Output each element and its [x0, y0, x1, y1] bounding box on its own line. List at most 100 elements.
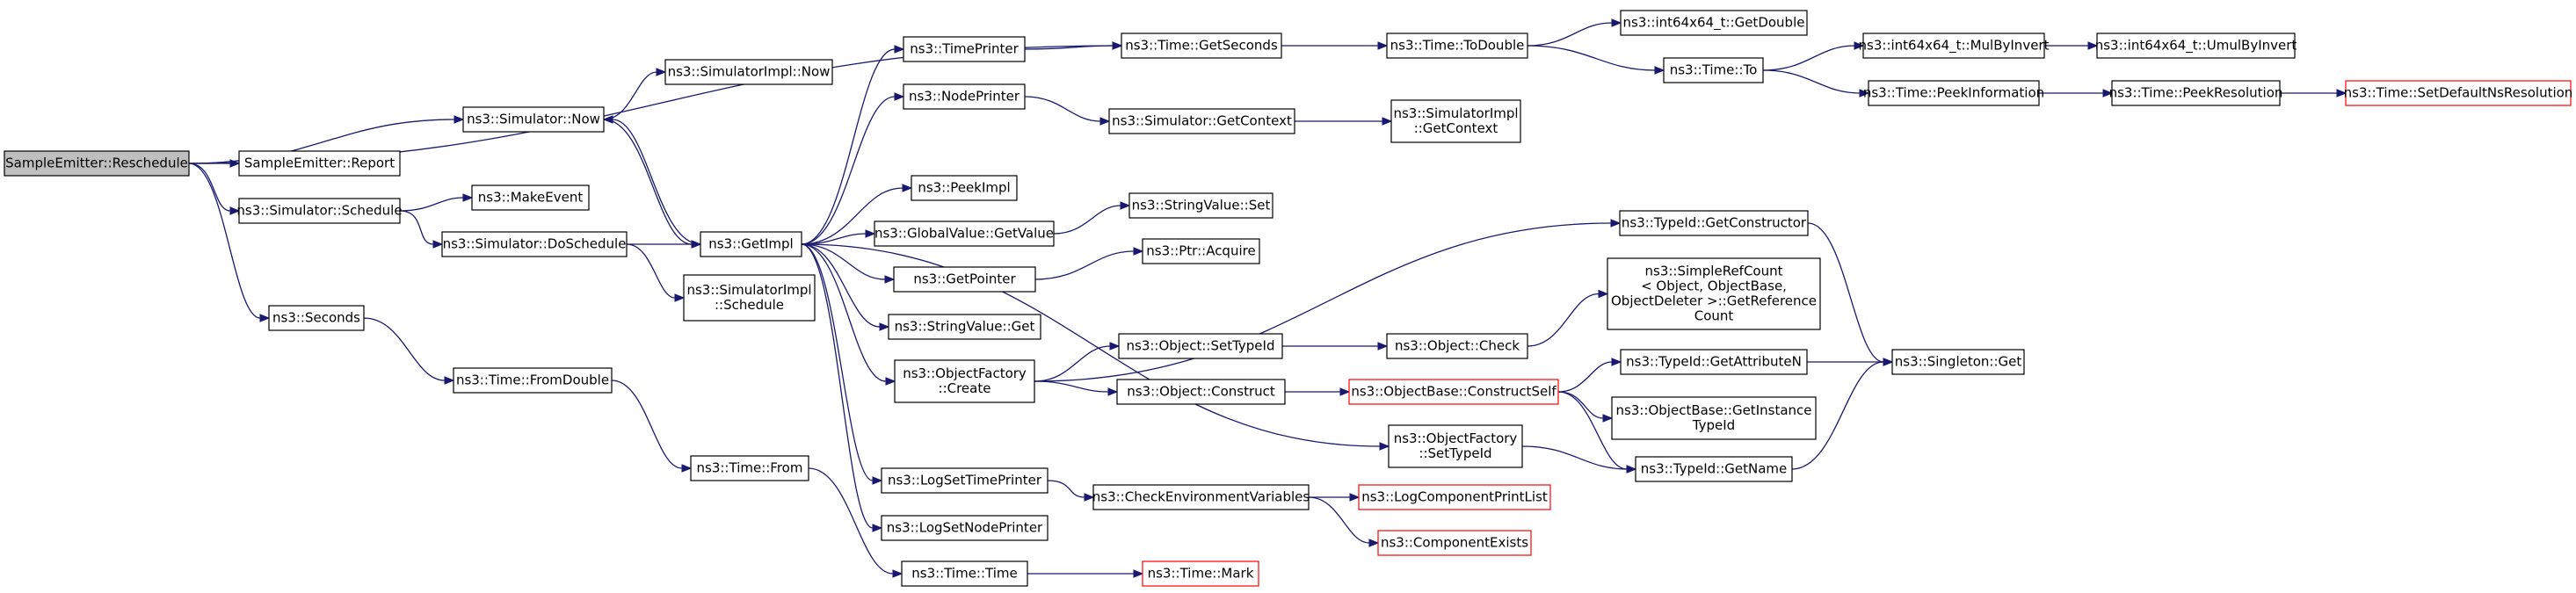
node-sim_schedule[interactable]: ns3::Simulator::Schedule — [236, 198, 403, 224]
node-label: ns3::SimulatorImpl::Now — [668, 64, 831, 80]
node-sv_set[interactable]: ns3::StringValue::Set — [1128, 192, 1273, 219]
node-ptr_acquire[interactable]: ns3::Ptr::Acquire — [1142, 238, 1260, 264]
node-node_printer[interactable]: ns3::NodePrinter — [903, 83, 1026, 110]
node-int64_getdouble[interactable]: ns3::int64x64_t::GetDouble — [1620, 10, 1808, 36]
node-get_seconds[interactable]: ns3::Time::GetSeconds — [1121, 33, 1282, 59]
node-set_default_ns_res[interactable]: ns3::Time::SetDefaultNsResolution — [2344, 80, 2573, 106]
node-gv_getvalue[interactable]: ns3::GlobalValue::GetValue — [874, 221, 1055, 247]
node-int64_umul_by_invert[interactable]: ns3::int64x64_t::UmulByInvert — [2095, 33, 2297, 59]
node-label: ns3::int64x64_t::UmulByInvert — [2095, 38, 2297, 54]
node-time_printer[interactable]: ns3::TimePrinter — [903, 36, 1026, 62]
edge-time_printer-to-get_seconds — [1024, 41, 1123, 50]
node-typeid_get_attr[interactable]: ns3::TypeId::GetAttributeN — [1620, 349, 1808, 375]
edge-typeid_get_name-to-singleton_get — [1791, 358, 1894, 470]
edge-line — [603, 119, 693, 245]
node-obj_construct[interactable]: ns3::Object::Construct — [1116, 379, 1286, 405]
edge-line — [1527, 293, 1600, 347]
node-time_mark[interactable]: ns3::Time::Mark — [1142, 560, 1259, 587]
edge-line — [1034, 380, 1109, 393]
edge-arrowhead — [865, 229, 876, 238]
node-log_comp_print[interactable]: ns3::LogComponentPrintList — [1358, 484, 1551, 510]
node-box — [874, 221, 1055, 247]
node-simimpl_get_context[interactable]: ns3::SimulatorImpl::GetContext — [1390, 99, 1521, 143]
edge-arrowhead — [1611, 358, 1622, 366]
node-box — [1108, 108, 1295, 134]
node-label: ns3::Object::Check — [1395, 338, 1520, 354]
node-log_set_time[interactable]: ns3::LogSetTimePrinter — [881, 467, 1049, 494]
node-sim_get_context[interactable]: ns3::Simulator::GetContext — [1108, 108, 1295, 134]
node-box — [664, 59, 833, 85]
edge-arrowhead — [1109, 342, 1121, 351]
node-label: ns3::Simulator::Now — [467, 112, 600, 127]
node-do_schedule[interactable]: ns3::Simulator::DoSchedule — [441, 231, 628, 257]
node-box — [462, 106, 605, 133]
node-int64_mul_by_invert[interactable]: ns3::int64x64_t::MulByInvert — [1859, 33, 2050, 59]
node-box — [1619, 210, 1809, 236]
node-peek_resolution[interactable]: ns3::Time::PeekResolution — [2109, 80, 2283, 106]
node-sim_now[interactable]: ns3::Simulator::Now — [462, 106, 605, 133]
edge-obj_check-to-simple_ref_count — [1527, 289, 1609, 347]
edge-get_impl-to-node_printer — [801, 92, 905, 245]
node-peek_information[interactable]: ns3::Time::PeekInformation — [1863, 80, 2044, 106]
node-make_event[interactable]: ns3::MakeEvent — [471, 184, 590, 211]
node-time_from[interactable]: ns3::Time::From — [690, 455, 809, 481]
node-label: ObjectDeleter >::GetReference — [1611, 293, 1817, 309]
node-typeid_get_name[interactable]: ns3::TypeId::GetName — [1635, 456, 1793, 482]
edge-reschedule-to-seconds — [188, 163, 271, 322]
node-obj_set_type_id[interactable]: ns3::Object::SetTypeId — [1118, 333, 1283, 359]
edge-arrowhead — [1120, 201, 1131, 210]
node-seconds[interactable]: ns3::Seconds — [268, 305, 365, 331]
node-get_pointer[interactable]: ns3::GetPointer — [893, 266, 1036, 293]
node-simimpl_schedule[interactable]: ns3::SimulatorImpl::Schedule — [683, 274, 816, 322]
node-label: ns3::SimulatorImpl — [686, 282, 811, 298]
edge-line — [801, 48, 896, 245]
edge-do_schedule-to-simimpl_schedule — [626, 243, 686, 302]
node-label: ns3::SimulatorImpl — [1393, 105, 1518, 121]
node-simple_ref_count[interactable]: ns3::SimpleRefCount< Object, ObjectBase,… — [1607, 257, 1821, 330]
node-time_to[interactable]: ns3::Time::To — [1663, 57, 1764, 83]
edge-line — [1034, 222, 1612, 382]
node-of_set_type_id[interactable]: ns3::ObjectFactory::SetTypeId — [1388, 424, 1523, 468]
edge-line — [1521, 445, 1628, 470]
node-label: ns3::Object::Construct — [1127, 384, 1275, 400]
node-to_double[interactable]: ns3::Time::ToDouble — [1386, 33, 1528, 59]
node-log_set_node[interactable]: ns3::LogSetNodePrinter — [881, 515, 1049, 541]
node-sv_get[interactable]: ns3::StringValue::Get — [888, 314, 1041, 340]
node-from_double[interactable]: ns3::Time::FromDouble — [453, 367, 613, 394]
edge-line — [611, 380, 683, 469]
edge-time_to-to-peek_information — [1762, 69, 1870, 98]
node-label: ns3::int64x64_t::MulByInvert — [1859, 38, 2050, 54]
edge-arrowhead — [885, 377, 896, 386]
node-get_impl[interactable]: ns3::GetImpl — [700, 231, 802, 257]
edge-line — [1047, 480, 1085, 498]
node-check_env[interactable]: ns3::CheckEnvironmentVariables — [1092, 484, 1310, 510]
node-ob_construct_self[interactable]: ns3::ObjectBase::ConstructSelf — [1348, 379, 1559, 405]
node-obj_check[interactable]: ns3::Object::Check — [1386, 333, 1528, 359]
edge-of_create-to-typeid_get_ctor — [1034, 219, 1622, 382]
edge-check_env-to-log_comp_print — [1308, 493, 1361, 502]
edge-line — [801, 243, 1381, 447]
node-simimpl_now[interactable]: ns3::SimulatorImpl::Now — [664, 59, 833, 85]
edge-line — [626, 243, 676, 299]
edge-line — [399, 210, 434, 245]
node-peek_impl[interactable]: ns3::PeekImpl — [911, 175, 1018, 201]
edge-line — [1308, 496, 1370, 544]
node-box — [1620, 10, 1808, 36]
node-box — [911, 175, 1018, 201]
node-label: ns3::ObjectFactory — [903, 365, 1027, 381]
node-label: ns3::Time::PeekInformation — [1863, 85, 2044, 101]
edge-arrowhead — [444, 376, 455, 385]
node-typeid_get_ctor[interactable]: ns3::TypeId::GetConstructor — [1619, 210, 1809, 236]
node-comp_exists[interactable]: ns3::ComponentExists — [1377, 530, 1532, 556]
node-report[interactable]: SampleEmitter::Report — [238, 150, 401, 177]
edge-seconds-to-from_double — [363, 317, 455, 385]
node-singleton_get[interactable]: ns3::Singleton::Get — [1891, 349, 2025, 375]
node-of_create[interactable]: ns3::ObjectFactory::Create — [894, 359, 1035, 403]
edge-line — [801, 243, 887, 382]
node-reschedule[interactable]: SampleEmitter::Reschedule — [4, 150, 190, 177]
node-box — [903, 36, 1026, 62]
node-label: ns3::StringValue::Set — [1132, 198, 1271, 213]
edge-line — [188, 163, 261, 319]
node-time_time[interactable]: ns3::Time::Time — [901, 560, 1028, 587]
